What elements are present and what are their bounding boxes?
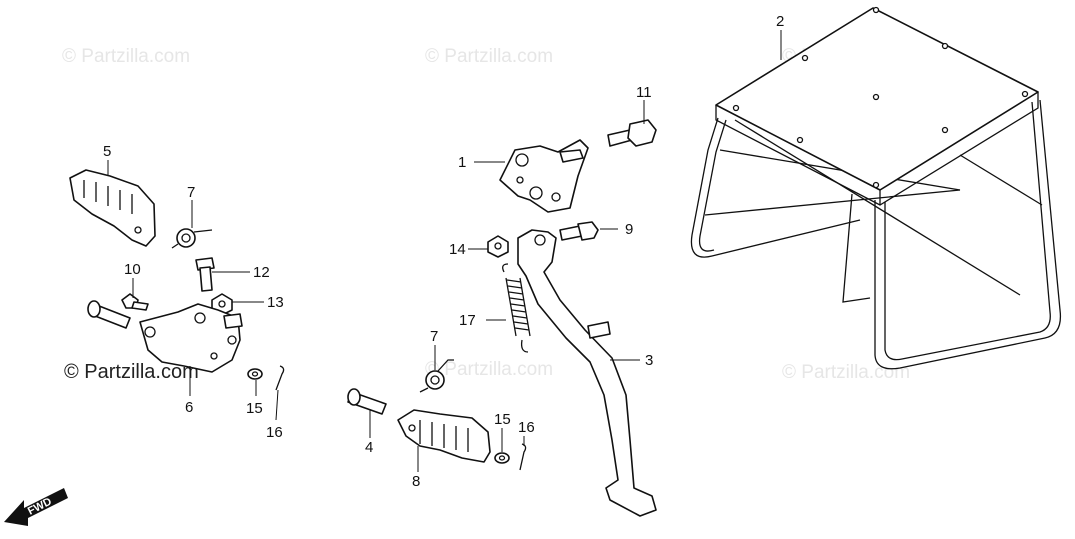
callout-17: 17 — [459, 312, 476, 329]
bolt-part-9 — [559, 221, 599, 241]
callout-11: 11 — [636, 84, 652, 101]
watermark-5: © Partzilla.com — [782, 362, 910, 383]
callout-7-left: 7 — [187, 184, 195, 201]
pin-part-4 — [347, 388, 387, 415]
callout-13: 13 — [267, 294, 284, 311]
callout-8: 8 — [412, 473, 420, 490]
cotter-pin-part-16a — [275, 365, 285, 391]
bracket-part — [499, 139, 589, 213]
watermark-prominent: © Partzilla.com — [64, 361, 199, 383]
bracket-part-6 — [139, 303, 243, 373]
washer-part-15b — [494, 452, 510, 464]
callout-10: 10 — [124, 261, 141, 278]
callout-16-middle: 16 — [518, 419, 535, 436]
stand-box-part — [690, 6, 1062, 370]
callout-15-middle: 15 — [494, 411, 511, 428]
footpeg-part-5 — [69, 169, 156, 247]
washer-part-15a — [247, 368, 263, 380]
pin-left — [87, 300, 131, 329]
kickstand-part — [517, 229, 657, 517]
bolt-part-11 — [607, 119, 657, 147]
bolt-part-10 — [121, 293, 149, 311]
spring-part-7b — [419, 359, 454, 393]
callout-1: 1 — [458, 154, 466, 171]
nut-part-14 — [487, 235, 509, 258]
bolt-part-12 — [195, 257, 215, 292]
watermark-4: © Partzilla.com — [425, 359, 553, 380]
watermark-1: © Partzilla.com — [62, 46, 190, 67]
callout-5: 5 — [103, 143, 111, 160]
callout-15-left: 15 — [246, 400, 263, 417]
callout-16-left: 16 — [266, 424, 283, 441]
callout-9: 9 — [625, 221, 633, 238]
spring-part-17 — [502, 263, 531, 353]
cotter-pin-part-16b — [519, 443, 527, 471]
fwd-label: FWD — [26, 496, 54, 518]
callout-14: 14 — [449, 241, 466, 258]
callout-2: 2 — [776, 13, 784, 30]
callout-6: 6 — [185, 399, 193, 416]
spring-part-7a — [171, 228, 213, 249]
callout-4: 4 — [365, 439, 373, 456]
fwd-arrow-icon: FWD — [4, 488, 68, 526]
callout-3: 3 — [645, 352, 653, 369]
footpeg-part-8 — [397, 409, 491, 463]
callout-12: 12 — [253, 264, 270, 281]
watermark-2: © Partzilla.com — [425, 46, 553, 67]
leader-lines — [107, 30, 782, 472]
callout-7-middle: 7 — [430, 328, 438, 345]
